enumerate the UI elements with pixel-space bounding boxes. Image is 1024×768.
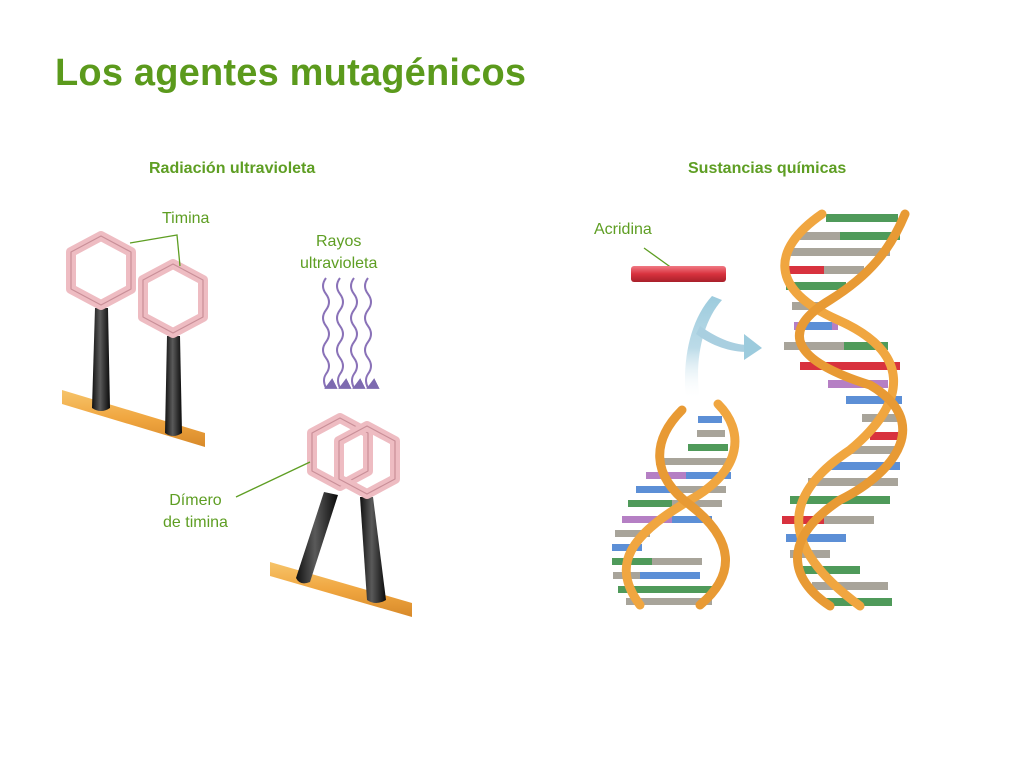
- dimer-label-leader: [235, 461, 311, 498]
- thymine-label-leader: [129, 234, 181, 267]
- thymine-pair-before: [62, 231, 208, 447]
- thymine-dimer: [235, 413, 412, 617]
- slide-title: Los agentes mutagénicos: [55, 52, 527, 94]
- chemicals-section-heading: Sustancias químicas: [688, 160, 847, 177]
- acridine-molecule: [631, 247, 726, 282]
- dna-backbone-dimer: [270, 562, 412, 617]
- uv-section-heading: Radiación ultravioleta: [149, 160, 316, 177]
- dna-backbone-left: [62, 390, 205, 447]
- thymine-ring-2: [138, 259, 208, 338]
- thymine-dimer-label: Dímero de timina: [163, 490, 228, 534]
- uv-rays-label-line1: Rayos: [316, 233, 362, 250]
- thymine-stem-1: [92, 308, 110, 411]
- acridine-label: Acridina: [594, 221, 652, 238]
- uv-rays: [322, 277, 380, 389]
- dna-helix-normal: [612, 399, 740, 610]
- dna-helix-with-acridine: [780, 209, 910, 611]
- uv-rays-label-line2: ultravioleta: [300, 255, 378, 272]
- thymine-ring-2-outline: [142, 263, 204, 334]
- uv-rays-label: Rayos ultravioleta: [300, 231, 377, 275]
- thymine-dimer-label-line2: de timina: [163, 514, 228, 531]
- insertion-arrow: [685, 296, 762, 400]
- thymine-dimer-label-line1: Dímero: [169, 492, 222, 509]
- dimer-stem-1: [296, 492, 338, 584]
- dimer-stem-2: [360, 497, 386, 603]
- thymine-ring-1-outline: [70, 235, 132, 306]
- thymine-label: Timina: [162, 210, 210, 227]
- thymine-stem-2: [165, 336, 182, 436]
- thymine-ring-1: [66, 231, 136, 310]
- acridine-bar: [631, 266, 726, 282]
